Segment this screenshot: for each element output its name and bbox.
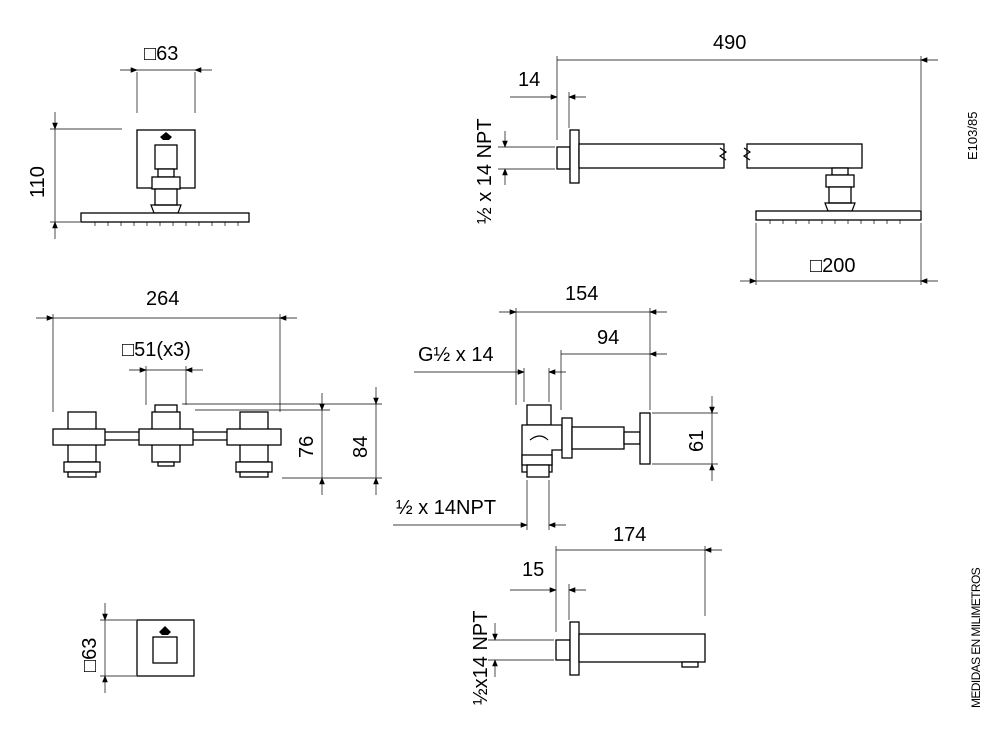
shower-head-nozzles xyxy=(94,222,239,226)
dim-npt-valve: ½ x 14NPT xyxy=(396,497,496,519)
triple-valve-front-view xyxy=(36,314,382,495)
shower-arm-side-view xyxy=(498,56,938,285)
units-note: MEDIDAS EN MILIMETROS xyxy=(969,567,983,708)
dim-61: 61 xyxy=(686,430,708,452)
dim-sq51x3: □51(x3) xyxy=(122,339,191,361)
dim-14: 14 xyxy=(518,69,540,91)
dim-490: 490 xyxy=(713,32,746,54)
shower-head-front-view xyxy=(50,67,250,239)
drawing-ref-code: E103/85 xyxy=(965,112,980,160)
wall-plate-front-view xyxy=(100,603,195,693)
shower-head-nozzles-side xyxy=(769,220,901,224)
dim-94: 94 xyxy=(597,327,619,349)
dim-154: 154 xyxy=(565,283,598,305)
valve-handle-1 xyxy=(52,411,106,478)
valve-handle-2 xyxy=(138,411,194,467)
dim-264: 264 xyxy=(146,288,179,310)
spout-side-view xyxy=(488,546,722,677)
dim-174: 174 xyxy=(613,524,646,546)
dim-84: 84 xyxy=(350,436,372,458)
dim-g12x14: G½ x 14 xyxy=(418,344,494,366)
valve-side-view xyxy=(393,308,718,530)
dim-76: 76 xyxy=(296,436,318,458)
dim-15: 15 xyxy=(522,559,544,581)
dim-npt-spout: ½x14 NPT xyxy=(470,611,492,705)
dim-npt-arm: ½ x 14 NPT xyxy=(474,118,496,224)
dim-sq63-top: □63 xyxy=(144,43,178,65)
valve-handle-3 xyxy=(226,411,282,478)
dim-sq63-bottom: □63 xyxy=(79,638,101,672)
dim-sq200: □200 xyxy=(810,255,855,277)
dim-110: 110 xyxy=(27,166,49,198)
